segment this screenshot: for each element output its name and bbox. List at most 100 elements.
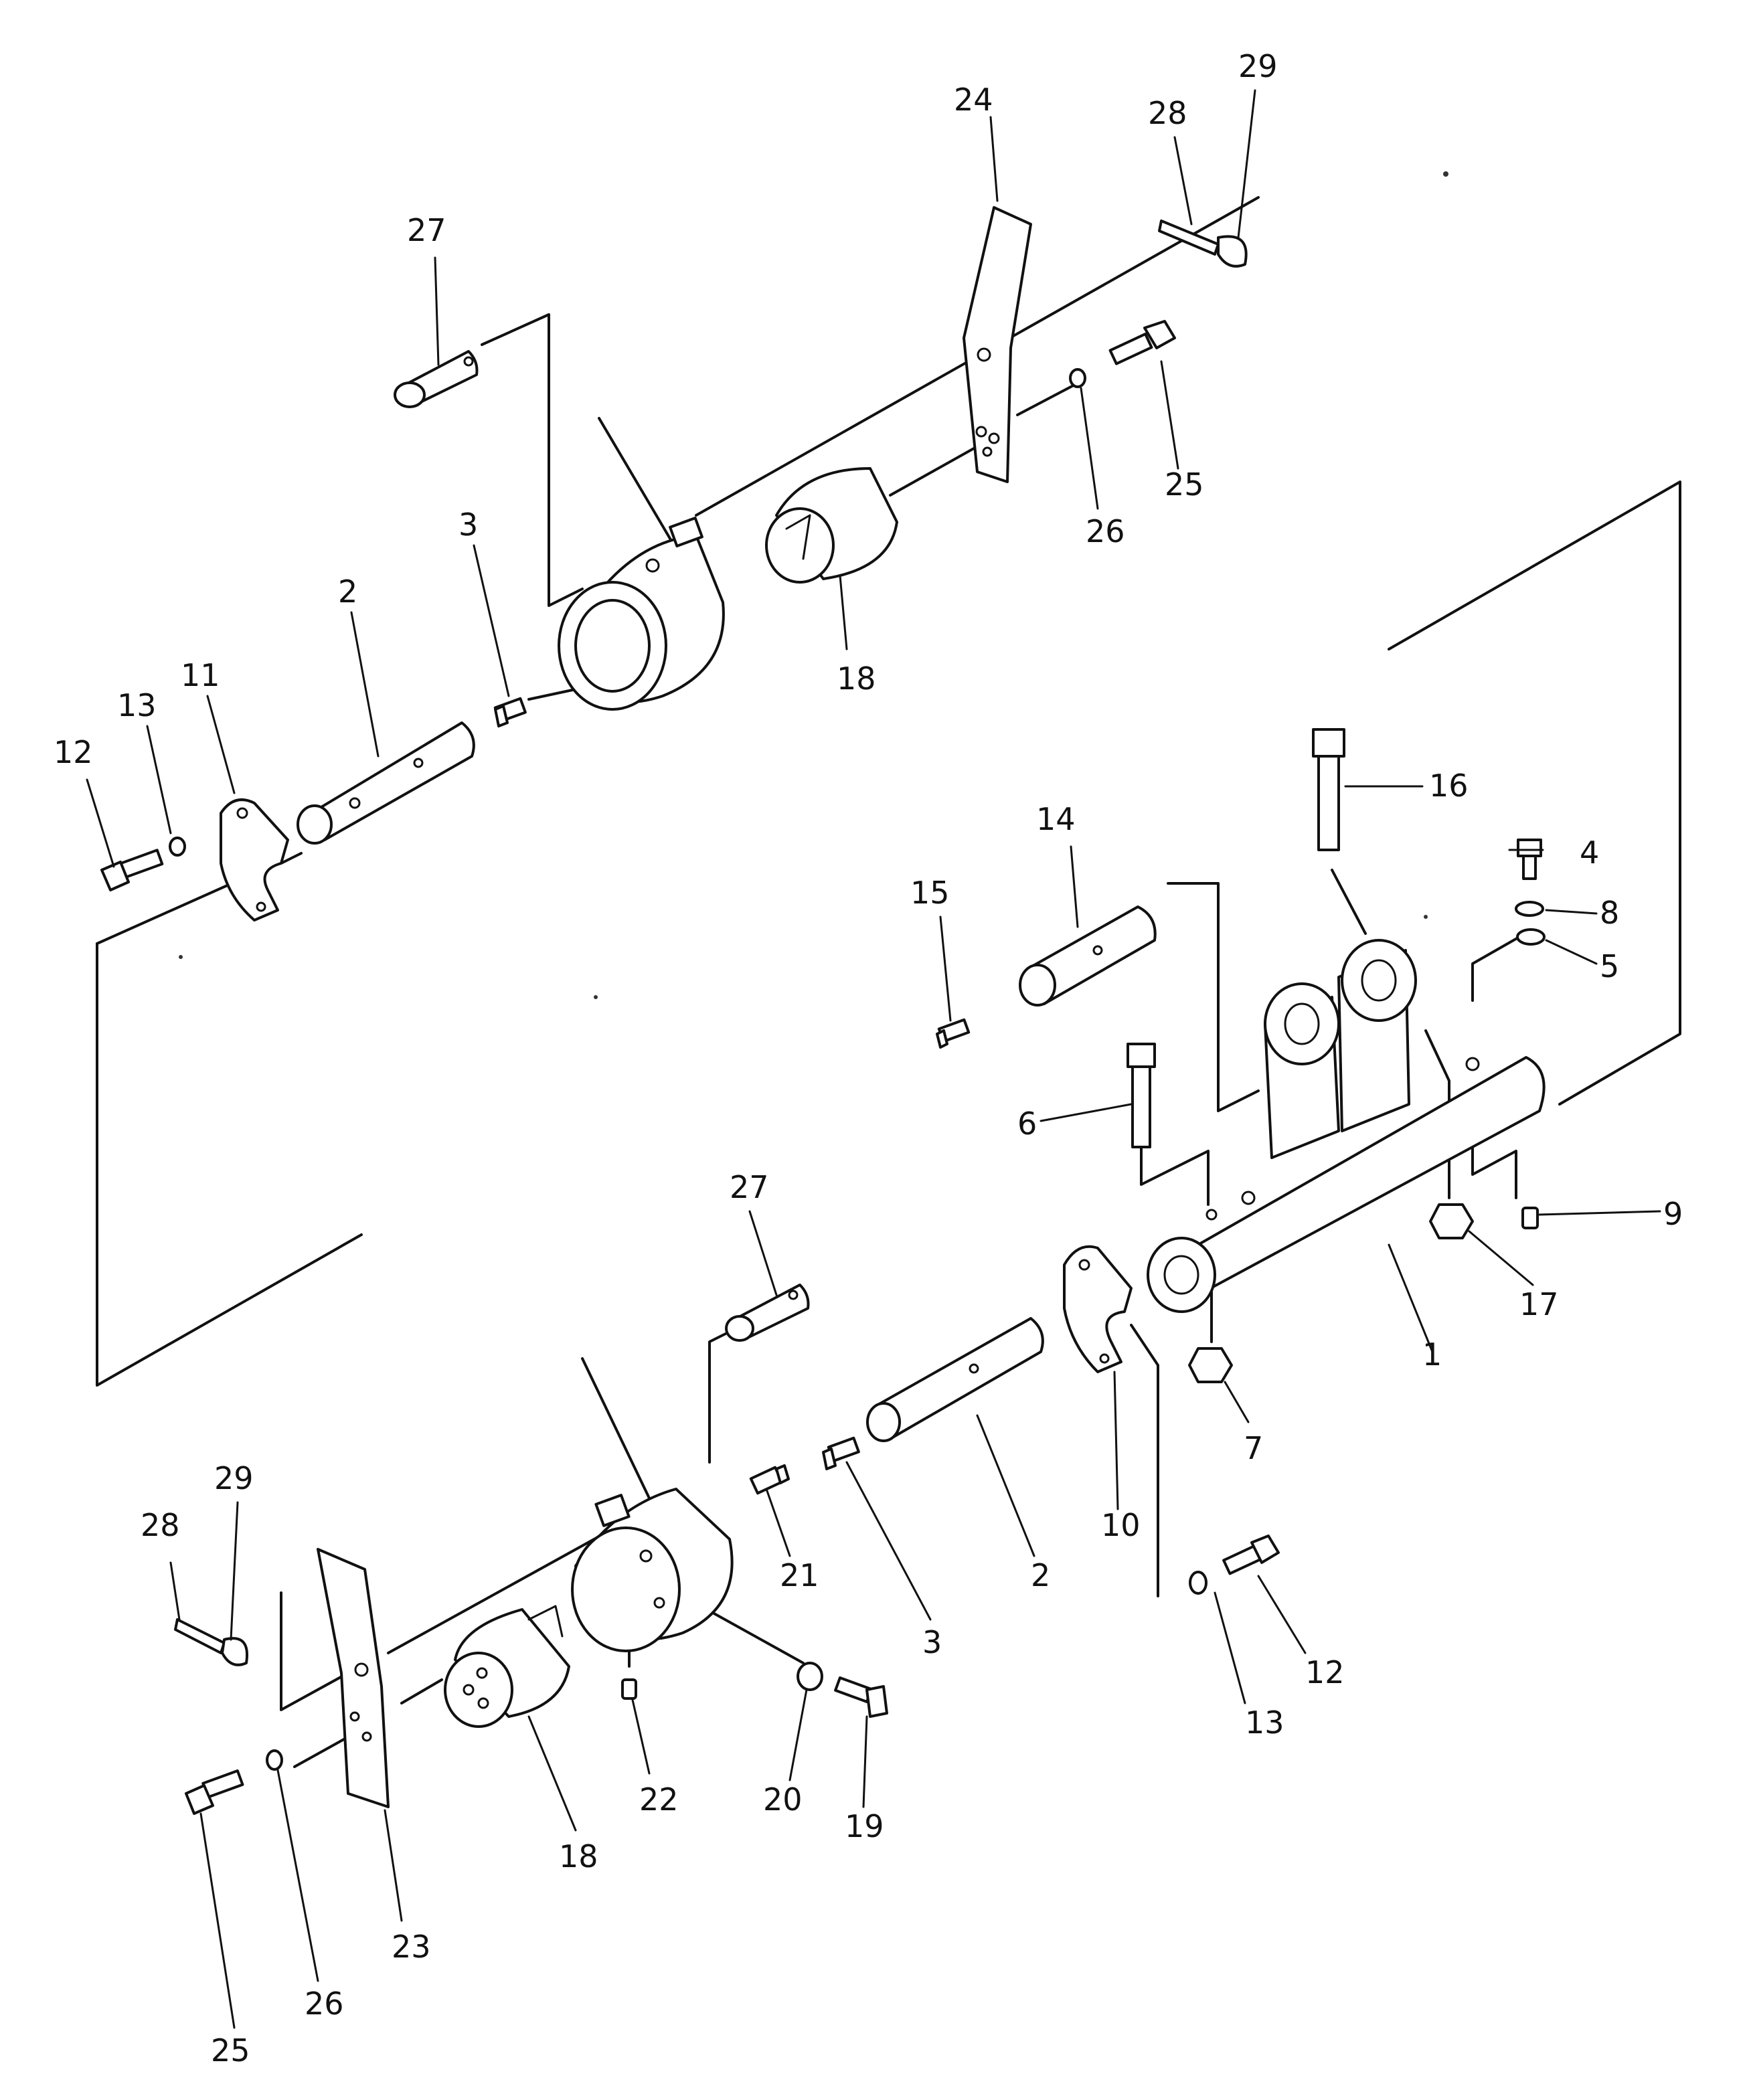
parts — [100, 206, 1546, 1815]
grease-fitting-3-lower — [822, 1436, 860, 1470]
bolt-16 — [1312, 728, 1345, 851]
callout-2-upper: 2 — [338, 574, 357, 610]
lock-washer-8 — [1515, 901, 1544, 917]
callout-2-lower: 2 — [1031, 1557, 1050, 1593]
callout-15: 15 — [910, 875, 950, 911]
pin-27-lower — [725, 1284, 810, 1342]
plug9-leader — [1471, 1146, 1517, 1199]
pin27-upper-leader — [481, 313, 584, 607]
callout-28-lower: 28 — [141, 1507, 180, 1543]
callout-26-upper: 26 — [1086, 513, 1125, 549]
callout-8: 8 — [1600, 895, 1619, 931]
bolt-12-lower — [1222, 1535, 1280, 1575]
bolt16-leader — [1331, 869, 1367, 935]
washer-26-upper — [1069, 368, 1086, 388]
callout-3-lower: 3 — [922, 1624, 942, 1660]
callout-17: 17 — [1519, 1286, 1559, 1322]
callout-23: 23 — [392, 1929, 431, 1965]
scan-specks — [179, 171, 1448, 999]
screw-4 — [1517, 839, 1542, 880]
frame-line-left — [96, 942, 363, 1387]
callout-18-upper: 18 — [837, 661, 876, 697]
callout-29-lower: 29 — [214, 1460, 254, 1496]
bolt-12-upper — [100, 849, 164, 891]
pin27-lower-leader — [708, 1330, 731, 1464]
washer-5 — [1516, 928, 1546, 946]
bolt6-leader — [1140, 1136, 1210, 1206]
callout-7: 7 — [1244, 1430, 1263, 1466]
bushing-18-lower — [444, 1605, 570, 1728]
bolt-6 — [1127, 1043, 1156, 1148]
callout-13-upper: 13 — [117, 687, 157, 723]
lever23-leader — [280, 1591, 349, 1711]
callout-22: 22 — [639, 1781, 679, 1818]
callout-12-upper: 12 — [54, 734, 93, 770]
callout-21: 21 — [780, 1557, 819, 1593]
callout-5: 5 — [1600, 948, 1619, 984]
callout-13-lower: 13 — [1245, 1704, 1284, 1741]
washer-13-lower — [1189, 1571, 1207, 1595]
grease-fitting-15 — [936, 1018, 971, 1049]
bushing18-lower-leader — [400, 1678, 443, 1704]
plate-11 — [220, 798, 289, 922]
nut-17 — [1429, 1203, 1474, 1239]
callout-14: 14 — [1036, 801, 1076, 837]
callout-26-lower: 26 — [305, 1986, 344, 2022]
callout-9: 9 — [1663, 1196, 1683, 1232]
pin-27-upper — [394, 350, 479, 408]
callout-29-upper: 29 — [1238, 48, 1278, 84]
callout-3-upper: 3 — [459, 507, 478, 543]
callout-10: 10 — [1101, 1507, 1141, 1543]
lever-plate-24 — [963, 206, 1032, 483]
housing-upper — [558, 517, 725, 711]
bolt-25-upper — [1108, 320, 1176, 365]
grease-fitting-21 — [749, 1464, 790, 1495]
callout-19: 19 — [845, 1808, 884, 1844]
washer-20 — [797, 1662, 823, 1691]
split-pin-lower-28-29 — [174, 1618, 248, 1666]
callout-4: 4 — [1580, 835, 1599, 871]
bolt-19 — [834, 1676, 888, 1718]
bushing18-upper-leader — [889, 447, 975, 497]
lower-housing-rod — [581, 1357, 661, 1520]
grease-fitting-3-upper — [493, 697, 527, 727]
callout-leaders — [86, 89, 1661, 2029]
pin14-leader — [1167, 882, 1260, 1112]
plug-22 — [621, 1678, 637, 1700]
callout-20: 20 — [763, 1781, 803, 1818]
upper-housing-rod — [598, 417, 677, 550]
washer-26-lower — [266, 1749, 283, 1771]
main-housing-1 — [1147, 939, 1546, 1313]
plate11-leader — [280, 852, 303, 865]
callout-24: 24 — [954, 82, 993, 118]
callout-18-lower: 18 — [559, 1838, 598, 1874]
callout-11: 11 — [181, 657, 220, 693]
washer-13-upper — [169, 837, 186, 857]
pin-14 — [1019, 905, 1157, 1007]
bushing-18-upper — [765, 467, 898, 584]
plug-9 — [1521, 1207, 1539, 1229]
callout-25-upper: 25 — [1165, 466, 1204, 503]
fitting3-upper-leader — [527, 688, 577, 701]
plate-10 — [1063, 1245, 1133, 1373]
callout-27-lower: 27 — [730, 1169, 769, 1205]
callout-25-lower: 25 — [211, 2032, 250, 2069]
callout-28-upper: 28 — [1148, 95, 1187, 131]
housing-lower — [571, 1488, 734, 1652]
assembly-lines — [96, 196, 1681, 1768]
bolt12-lower-leader — [1130, 1324, 1159, 1597]
callout-12-lower: 12 — [1305, 1654, 1345, 1690]
callout-1: 1 — [1422, 1336, 1442, 1373]
split-pin-upper-28-29 — [1158, 220, 1248, 268]
bolt-25-lower — [185, 1769, 244, 1815]
frame-line-right — [1388, 480, 1681, 1106]
callout-6: 6 — [1017, 1106, 1037, 1142]
callout-numbers: 24 28 29 27 25 26 3 2 18 11 13 12 14 15 … — [54, 48, 1683, 2069]
nut-7 — [1188, 1347, 1233, 1383]
callout-27-upper: 27 — [407, 212, 446, 248]
pin-2-lower — [866, 1317, 1044, 1442]
screw4-leader — [1471, 936, 1521, 1002]
lever24-washer-leader — [1016, 380, 1082, 416]
lever-plate-23 — [317, 1548, 390, 1808]
